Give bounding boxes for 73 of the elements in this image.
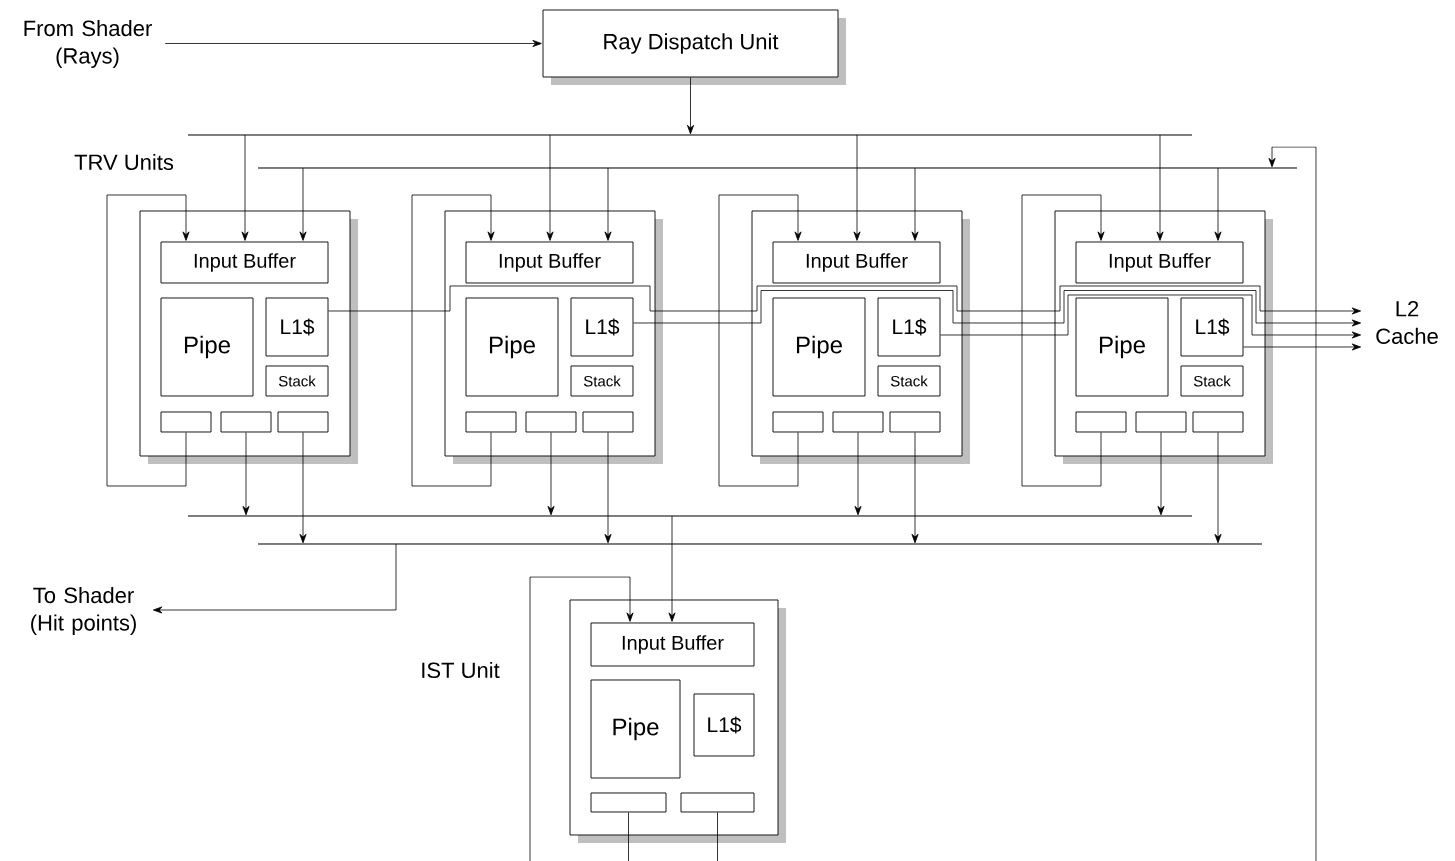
cache-box: L1$ — [265, 297, 329, 357]
cache-box: L1$ — [877, 297, 941, 357]
slot-box — [590, 792, 667, 813]
arrow — [633, 290, 1362, 327]
arrow — [854, 432, 862, 516]
pipe-box: Pipe — [590, 679, 681, 779]
slot-box — [832, 411, 884, 433]
arrow — [911, 167, 919, 241]
pipe-box: Pipe — [772, 297, 866, 397]
label-text: To Shader (Hit points) — [31, 587, 136, 635]
slot-box — [160, 411, 212, 433]
arrow — [242, 432, 250, 516]
dispatch-box: Ray Dispatch Unit — [542, 9, 846, 85]
cache-box: L1$ — [1180, 297, 1244, 357]
slot-box — [277, 411, 329, 433]
buffer-box: Input Buffer — [160, 241, 329, 284]
arrow — [546, 134, 554, 241]
slot-box — [680, 792, 755, 813]
slot-box — [220, 411, 272, 433]
arrow — [164, 40, 542, 47]
buffer-box: Input Buffer — [590, 622, 755, 667]
arrow — [411, 194, 495, 487]
buffer-box: Input Buffer — [772, 241, 941, 284]
cache-box: L1$ — [693, 693, 755, 757]
arrow — [1021, 194, 1105, 487]
arrow — [911, 432, 919, 544]
slot-box — [1192, 411, 1244, 433]
arrow — [1214, 167, 1222, 241]
arrow — [106, 194, 190, 487]
arrow — [1243, 343, 1362, 351]
slot-box — [525, 411, 577, 433]
pipe-box: Pipe — [465, 297, 559, 397]
arrow — [940, 294, 1362, 339]
arrow — [241, 134, 249, 241]
arrow — [547, 432, 555, 516]
stack-box: Stack — [1180, 365, 1244, 397]
arrow — [604, 432, 612, 544]
buffer-box: Input Buffer — [465, 241, 634, 284]
slot-box — [889, 411, 941, 433]
arrow — [1156, 134, 1164, 241]
arrow — [299, 167, 307, 241]
cache-box: L1$ — [570, 297, 634, 357]
stack-box: Stack — [570, 365, 634, 397]
arrow — [718, 194, 802, 487]
arrow — [604, 167, 612, 241]
unit-label: TRV Units — [74, 153, 174, 171]
buffer-box: Input Buffer — [1075, 241, 1244, 284]
slot-box — [1135, 411, 1187, 433]
slot-box — [582, 411, 634, 433]
bus-line — [257, 167, 1298, 169]
slot-box — [465, 411, 517, 433]
slot-box — [1075, 411, 1127, 433]
pipe-box: Pipe — [160, 297, 254, 397]
arrow — [1214, 432, 1222, 544]
arrow — [668, 515, 676, 622]
arrow — [853, 134, 861, 241]
arrow — [1157, 432, 1165, 516]
bus-line — [257, 543, 1263, 545]
arrow — [153, 543, 397, 614]
slot-box — [772, 411, 824, 433]
arrow — [717, 146, 1317, 861]
label-text: From Shader (Rays) — [24, 20, 152, 68]
pipe-box: Pipe — [1075, 297, 1169, 397]
stack-box: Stack — [265, 365, 329, 397]
bus-line — [187, 515, 1193, 517]
stack-box: Stack — [877, 365, 941, 397]
arrow — [529, 576, 634, 861]
label-text: L2 Cache — [1376, 300, 1438, 345]
unit-label: IST Unit — [422, 661, 500, 679]
arrow — [687, 77, 694, 135]
bus-line — [187, 134, 1193, 136]
arrow — [299, 432, 307, 544]
arrow — [328, 285, 1362, 315]
